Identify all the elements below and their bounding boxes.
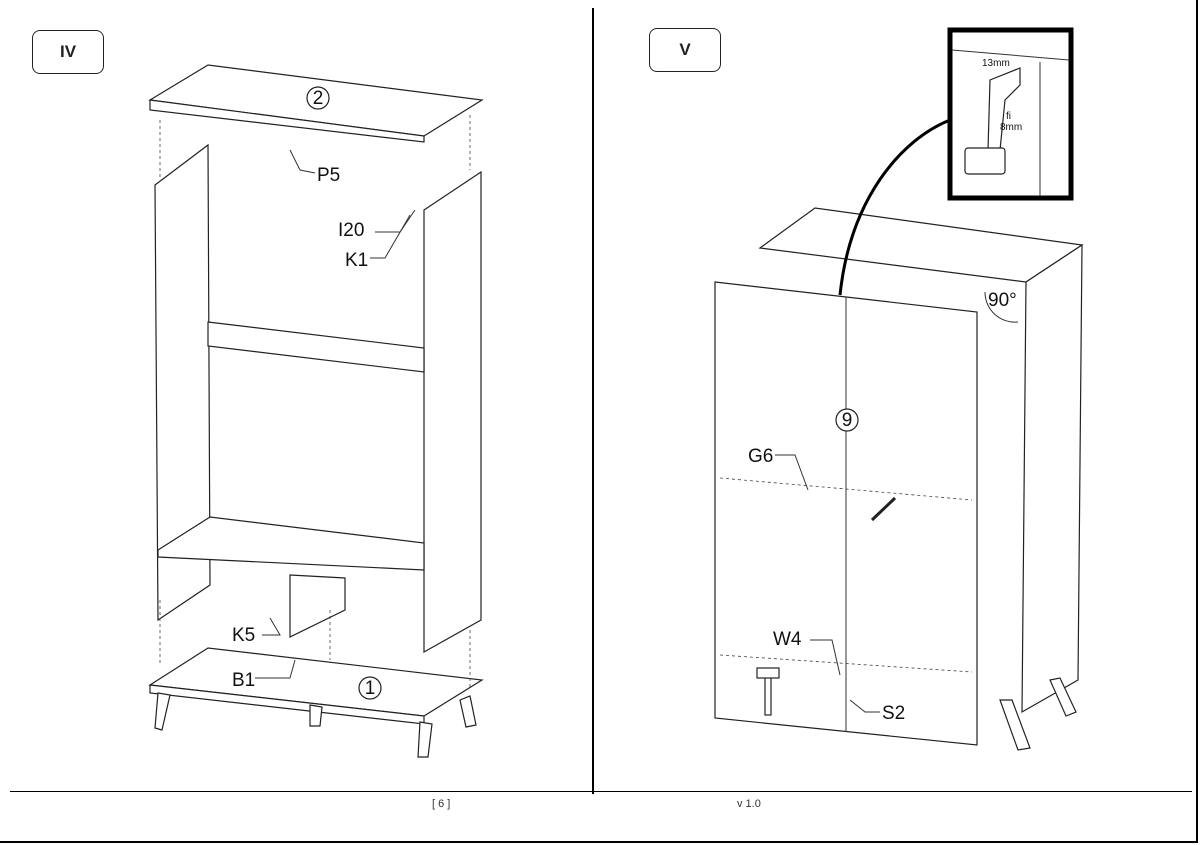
step-label-v: V	[649, 28, 721, 72]
step-label-iv: IV	[32, 30, 104, 74]
callout-g6: G6	[748, 446, 773, 467]
leg	[1049, 677, 1077, 717]
part-number-2: 2	[313, 88, 324, 109]
angle-90: 90°	[988, 290, 1017, 311]
cabinet-side	[1021, 243, 1083, 714]
footer-divider	[10, 791, 1192, 792]
vertical-divider	[592, 8, 594, 794]
right-side-panel	[423, 170, 482, 654]
page-number: [ 6 ]	[432, 798, 451, 810]
callout-b1: B1	[232, 670, 255, 691]
lower-shelf	[157, 516, 425, 571]
part-number-1-badge	[358, 676, 382, 700]
part-number-2-badge	[306, 86, 330, 110]
leg	[154, 692, 171, 731]
screwdriver-icon	[870, 496, 897, 522]
leg	[999, 699, 1031, 751]
leg	[309, 704, 323, 727]
part-number-9: 9	[842, 410, 853, 431]
step-v-drawing: 90° 9 G6 W4 S2 13mm fi 8mm	[714, 27, 1084, 751]
callout-k1: K1	[345, 250, 368, 271]
callout-i20: I20	[338, 220, 364, 241]
hammer-icon	[756, 667, 780, 716]
cabinet-top	[758, 207, 1084, 283]
inset-depth: 13mm	[982, 58, 1010, 69]
drawer-runner-panel	[289, 574, 346, 638]
part-number-1: 1	[365, 678, 376, 699]
middle-shelf	[207, 321, 425, 373]
version-label: v 1.0	[737, 798, 761, 810]
callout-k5: K5	[232, 625, 255, 646]
leg	[459, 695, 477, 728]
callout-s2: S2	[882, 703, 905, 724]
inset-diameter: 8mm	[1000, 122, 1022, 133]
step-iv-drawing: 2 1 P5 I20 K1 K5 B1	[148, 64, 484, 758]
callout-w4: W4	[773, 629, 802, 650]
inset-diameter-symbol: fi	[1006, 111, 1011, 122]
leg	[417, 721, 433, 758]
part-number-9-badge	[835, 408, 859, 432]
drill-icon	[964, 67, 1021, 175]
left-side-panel	[154, 143, 211, 622]
callout-p5: P5	[317, 165, 340, 186]
